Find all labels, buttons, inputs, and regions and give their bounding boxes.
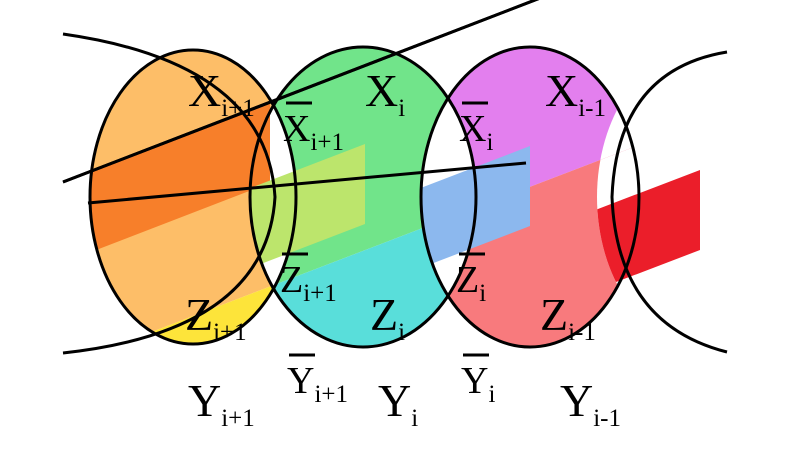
label-z-cur: Zi [370, 289, 405, 346]
label-zbar-next: Zi+1 [280, 259, 337, 307]
outer-arc-right [610, 50, 728, 354]
label-y-cur: Yi [378, 375, 418, 432]
label-z-next: Zi+1 [185, 289, 247, 346]
band-cur-right [421, 146, 530, 274]
labels: Xi+1 Xi Xi-1 Xi+1 Xi Zi+1 Zi Zi-1 Zi+1 Z… [185, 65, 621, 432]
band-next [90, 103, 270, 264]
band-line-lower [62, 0, 540, 184]
ellipse-i-minus-1 [419, 45, 641, 349]
label-x-next: Xi+1 [188, 65, 255, 122]
outer-arc-left [62, 32, 277, 355]
label-x-cur: Xi [365, 65, 405, 122]
label-z-prev: Zi-1 [540, 289, 596, 346]
ellipse-i-plus-1 [88, 48, 298, 346]
band-prev [597, 170, 700, 292]
label-y-prev: Yi-1 [560, 375, 621, 432]
outlines [62, 0, 728, 355]
label-xbar-cur: Xi [459, 108, 493, 156]
label-ybar-next: Yi+1 [287, 360, 348, 408]
label-xbar-next: Xi+1 [283, 108, 344, 156]
label-x-prev: Xi-1 [545, 65, 606, 122]
label-zbar-cur: Zi [456, 259, 486, 307]
ellipse-i [248, 45, 478, 349]
label-ybar-cur: Yi [461, 360, 495, 408]
band-line-upper [87, 161, 527, 205]
label-y-next: Yi+1 [188, 375, 255, 432]
band-cur-left [250, 144, 365, 272]
